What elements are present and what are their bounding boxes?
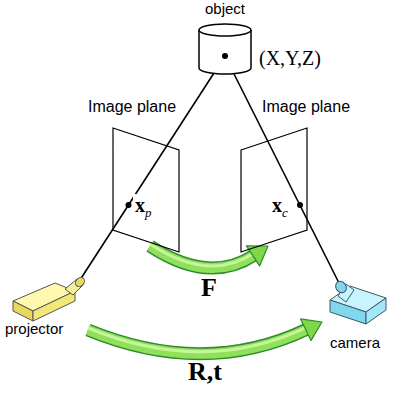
point-coordinates: (X,Y,Z): [259, 47, 321, 69]
image-plane-outline: [110, 120, 182, 260]
object-cylinder-outline: [197, 22, 253, 74]
edge-label: F: [201, 274, 217, 303]
image-point-label: xp: [133, 194, 154, 220]
projection-ray: [225, 56, 340, 285]
object-cylinder: object(X,Y,Z): [197, 22, 253, 74]
plane-label: Image plane: [262, 98, 350, 116]
camera-icon: camera: [310, 262, 405, 337]
projector-icon: projector: [5, 265, 100, 340]
camera-icon-outline: [310, 262, 405, 337]
rotation-translation-arrow: [88, 319, 322, 354]
projector-label: projector: [5, 321, 63, 338]
image-plane: Image planexp: [110, 120, 182, 260]
projection-ray: [78, 56, 225, 283]
edge-label: R,t: [188, 358, 222, 387]
image-plane: Image planexc: [238, 120, 310, 260]
object-label: object: [205, 1, 245, 18]
image-point-label: xc: [270, 194, 290, 220]
fundamental-matrix-arrow: [150, 244, 268, 268]
camera-label: camera: [330, 335, 380, 352]
plane-label: Image plane: [88, 98, 176, 116]
image-plane-outline: [238, 120, 310, 260]
